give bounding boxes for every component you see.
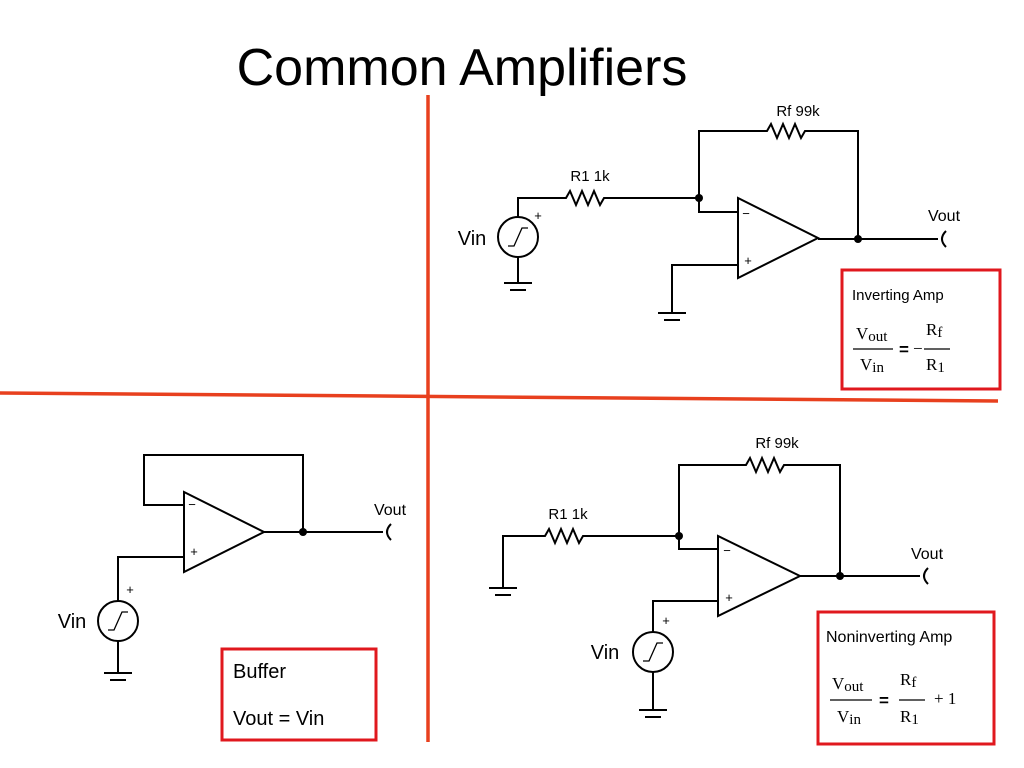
svg-text:+ 1: + 1 [934, 689, 956, 708]
inverting-input-wire [698, 198, 738, 213]
svg-text:Rf: Rf [926, 320, 942, 341]
ground-icon [104, 672, 132, 681]
inverting-box-title: Inverting Amp [852, 287, 944, 304]
svg-text:−: − [913, 339, 923, 358]
svg-text:Vin: Vin [837, 707, 861, 728]
ground-icon [504, 282, 532, 291]
noninverting-ground-wire [671, 264, 738, 313]
svg-text:R1: R1 [926, 355, 945, 376]
svg-text:Rf: Rf [900, 670, 916, 691]
vout-label: Vout [374, 502, 407, 519]
r1-input-wire [517, 188, 699, 217]
r1-label: R1 1k [548, 506, 588, 523]
inverting-formula-box: Inverting Amp Vout Vin = − Rf R1 [840, 268, 1002, 391]
vin-label: Vin [458, 228, 487, 250]
buffer-circuit: − + Vout + Vin [58, 454, 407, 681]
svg-text:Vout: Vout [832, 674, 864, 695]
opamp-minus: − [723, 543, 731, 558]
opamp-minus: − [188, 497, 196, 512]
opamp-plus: + [744, 253, 752, 268]
buffer-box: Buffer Vout = Vin [220, 647, 378, 742]
source-plus: + [126, 582, 134, 597]
noninverting-input-wire [652, 600, 718, 632]
horizontal-divider [0, 391, 999, 403]
noninverting-formula-box: Noninverting Amp Vout Vin = Rf R1 + 1 [816, 610, 996, 746]
noninverting-amp-circuit: Rf 99k R1 1k − + Vout + Vin [489, 435, 944, 718]
vout-label: Vout [928, 208, 961, 225]
ground-icon [658, 312, 686, 321]
svg-text:R1: R1 [900, 707, 919, 728]
svg-text:Vin: Vin [860, 355, 884, 376]
output-junction-dot [854, 235, 862, 243]
output-junction-dot [299, 528, 307, 536]
output-terminal-icon [941, 230, 947, 248]
noninverting-box-title: Noninverting Amp [826, 629, 952, 646]
svg-text:=: = [879, 691, 889, 710]
opamp-minus: − [742, 206, 750, 221]
output-junction-dot [836, 572, 844, 580]
output-terminal-icon [386, 523, 392, 541]
vout-label: Vout [911, 546, 944, 563]
r1-label: R1 1k [570, 168, 610, 185]
r1-ground-wire [502, 526, 679, 588]
source-plus: + [534, 208, 542, 223]
ground-icon [639, 709, 667, 718]
output-terminal-icon [923, 567, 929, 585]
inverting-input-wire [678, 536, 718, 550]
vin-label: Vin [591, 642, 620, 664]
buffer-feedback-wire [143, 454, 304, 532]
opamp-icon [737, 196, 821, 280]
opamp-icon [717, 534, 803, 618]
rf-feedback-wire [698, 121, 859, 239]
opamp-plus: + [190, 544, 198, 559]
ground-icon [489, 587, 517, 596]
inverting-amp-circuit: Rf 99k R1 1k − + Vout + Vin [458, 103, 961, 321]
opamp-icon [183, 490, 267, 574]
buffer-input-wire [117, 556, 184, 601]
rf-label: Rf 99k [755, 435, 799, 452]
svg-text:Vout: Vout [856, 324, 888, 345]
source-plus: + [662, 613, 670, 628]
buffer-box-equation: Vout = Vin [233, 708, 324, 730]
rf-feedback-wire [678, 455, 841, 576]
buffer-box-title: Buffer [233, 661, 286, 683]
svg-text:=: = [899, 340, 909, 359]
vin-label: Vin [58, 611, 87, 633]
opamp-plus: + [725, 590, 733, 605]
page-title: Common Amplifiers [237, 39, 688, 97]
rf-label: Rf 99k [776, 103, 820, 120]
